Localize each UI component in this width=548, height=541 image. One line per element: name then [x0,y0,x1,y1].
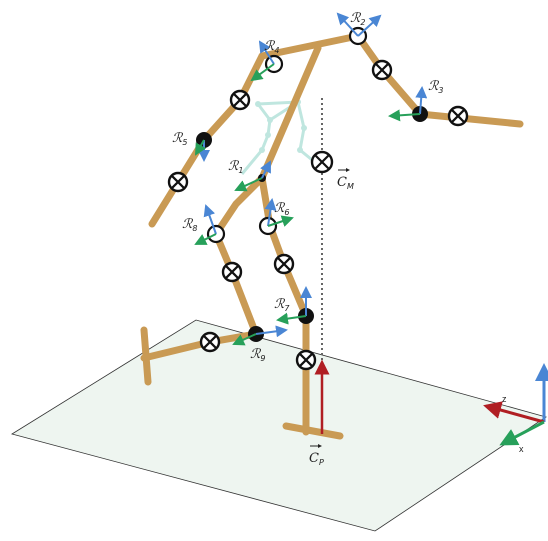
ghost-skeleton [240,99,323,175]
mass-marker [371,59,393,81]
world-axes: z x [483,363,548,454]
joints [196,26,428,342]
mass-marker [295,349,317,371]
mass-marker [447,105,469,127]
frame-label-R3: ℛ3 [428,79,443,95]
mass-marker [310,150,334,174]
frame-axes [194,12,428,346]
com-label: CM [337,168,354,191]
mass-marker [229,89,251,111]
frame-label-R2: ℛ2 [350,11,365,27]
frame-labels: ℛ1 ℛ2 ℛ3 ℛ4 ℛ5 ℛ6 ℛ7 ℛ8 ℛ9 [172,11,443,363]
mass-marker [221,261,243,283]
cop-label: CP [309,444,324,467]
ground-plane [11,319,547,532]
frame-label-R1: ℛ1 [228,159,243,175]
frame-label-R8: ℛ8 [182,217,197,233]
joint-filled [248,326,264,342]
svg-text:CM: CM [337,175,354,191]
svg-text:CP: CP [309,451,324,467]
frame-label-R6: ℛ6 [274,201,289,217]
frame-label-R5: ℛ5 [172,131,187,147]
frame-label-R7: ℛ7 [274,297,290,313]
mass-marker [273,253,295,275]
world-axis-z-label: z [502,394,507,404]
mass-markers [167,59,469,371]
frame-label-R9: ℛ9 [250,347,265,363]
world-axis-x-label: x [519,444,524,454]
mass-marker [199,331,221,353]
frame-label-R4: ℛ4 [264,39,279,55]
mass-marker [167,171,189,193]
